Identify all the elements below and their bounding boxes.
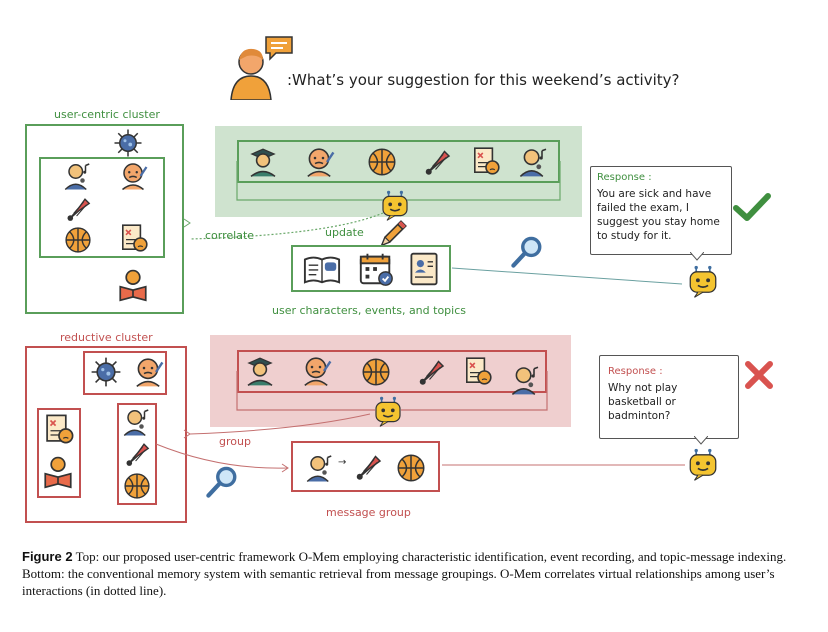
figure-caption: Figure 2 Top: our proposed user-centric …	[22, 548, 812, 599]
book-icon	[301, 250, 343, 288]
reductive-group-3	[117, 403, 157, 505]
shuttlecock-icon	[123, 440, 151, 468]
user-question: :What’s your suggestion for this weekend…	[287, 71, 680, 89]
response-box-good: Response : You are sick and have failed …	[590, 166, 732, 255]
check-icon	[733, 193, 771, 221]
cross-icon	[745, 361, 773, 389]
basketball-icon	[361, 357, 391, 387]
reductive-group-2	[37, 408, 81, 498]
loop-line	[236, 371, 548, 411]
update-label: update	[325, 226, 364, 239]
failed-exam-icon	[118, 222, 150, 254]
shuttlecock-icon	[64, 195, 92, 223]
response-box-bad: Response : Why not play basketball or ba…	[599, 355, 739, 439]
response-tail	[690, 252, 704, 261]
response-title: Response :	[597, 172, 652, 183]
robot-icon	[686, 265, 720, 299]
search-arrow	[155, 443, 289, 473]
reader-icon	[116, 265, 150, 305]
basketball-icon	[64, 226, 92, 254]
virus-icon	[90, 356, 122, 388]
failed-exam-icon	[42, 412, 76, 446]
arrow-glyph: →	[338, 457, 347, 468]
figure-label: Figure 2	[22, 549, 73, 564]
reductive-group-1	[83, 351, 167, 395]
user-centric-cluster	[25, 124, 184, 314]
caption-text: Top: our proposed user-centric framework…	[22, 549, 787, 598]
singer-icon	[518, 145, 550, 179]
response-text: You are sick and have failed the exam, I…	[597, 188, 720, 242]
response-tail	[694, 436, 708, 445]
robot-icon	[686, 448, 720, 482]
failed-exam-icon	[462, 355, 494, 387]
graduate-icon	[247, 145, 279, 179]
correlate-arrow	[183, 212, 384, 240]
person-icon	[230, 48, 272, 100]
reductive-cluster-label: reductive cluster	[60, 331, 153, 344]
response-title: Response :	[608, 366, 663, 377]
singer-icon	[122, 407, 152, 437]
reductive-cluster	[25, 346, 187, 523]
singer-icon	[305, 452, 335, 484]
retrieval-line	[442, 464, 685, 466]
reader-icon	[41, 452, 75, 492]
message-group-label: message group	[326, 506, 411, 519]
retrieval-line	[451, 267, 683, 285]
memory-label: user characters, events, and topics	[272, 304, 466, 317]
basketball-icon	[396, 453, 426, 483]
group-arrow	[183, 413, 371, 439]
sick-face-icon	[118, 161, 148, 191]
calendar-icon	[356, 250, 396, 288]
virus-icon	[113, 128, 143, 158]
sick-face-icon	[303, 145, 335, 179]
user-centric-cluster-label: user-centric cluster	[54, 108, 160, 121]
graduate-icon	[244, 354, 276, 388]
failed-exam-icon	[470, 145, 502, 177]
id-card-icon	[406, 250, 442, 288]
shuttlecock-icon	[353, 452, 383, 482]
singer-icon	[63, 161, 93, 191]
message-stream	[237, 140, 560, 183]
correlate-label: correlate	[205, 229, 255, 242]
shuttlecock-icon	[416, 357, 446, 387]
loop-line	[236, 161, 561, 201]
chat-bubble-icon	[265, 36, 293, 61]
user-centric-inner-cluster	[39, 157, 165, 258]
shuttlecock-icon	[422, 147, 452, 177]
sick-face-icon	[132, 356, 164, 388]
message-stream	[237, 350, 547, 393]
sick-face-icon	[300, 354, 332, 388]
basketball-icon	[367, 147, 397, 177]
group-label: group	[219, 435, 251, 448]
basketball-icon	[123, 472, 151, 500]
response-text: Why not play basketball or badminton?	[608, 382, 678, 422]
singer-icon	[510, 363, 542, 397]
